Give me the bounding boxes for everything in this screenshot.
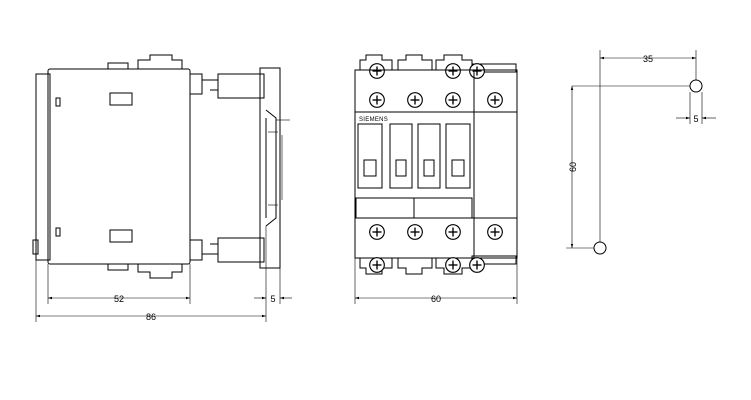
screw-icon <box>487 92 503 108</box>
screw-icon <box>369 63 385 79</box>
contact-slot <box>451 159 465 177</box>
side-clip-top <box>189 73 203 95</box>
contact-frame <box>445 123 471 189</box>
side-back-plate <box>35 73 51 261</box>
dim-label-60-front: 60 <box>431 294 441 304</box>
dim-label-5-side: 5 <box>270 294 275 304</box>
dim-label-5-mount: 5 <box>693 114 698 124</box>
side-main-body <box>47 68 191 265</box>
screw-icon <box>469 257 485 273</box>
contact-window-3 <box>417 123 441 189</box>
screw-icon <box>445 257 461 273</box>
contact-slot <box>363 159 377 177</box>
mounting-hole-top-icon <box>689 79 703 93</box>
mounting-hole-bottom-icon <box>593 241 607 255</box>
front-bottom-hat-1 <box>359 257 393 275</box>
contact-frame <box>417 123 441 189</box>
side-upper-block <box>217 73 265 99</box>
dim-label-52: 52 <box>114 294 124 304</box>
screw-icon <box>445 224 461 240</box>
contact-slot <box>423 159 435 177</box>
dim-label-60-mount: 60 <box>568 162 578 172</box>
brand-label: SIEMENS <box>359 117 388 123</box>
contact-window-1 <box>357 123 383 189</box>
front-top-hat-2 <box>397 54 433 71</box>
side-slot-top <box>55 97 61 107</box>
front-view: SIEMENS <box>354 54 518 304</box>
contact-frame <box>357 123 383 189</box>
screw-icon <box>469 63 485 79</box>
dim-label-35: 35 <box>643 54 653 64</box>
side-back-tab <box>32 239 39 255</box>
screw-icon <box>369 257 385 273</box>
contact-window-2 <box>389 123 413 189</box>
side-top-bump-left <box>107 62 129 69</box>
mounting-view: 35 5 60 <box>566 50 716 255</box>
screw-icon <box>407 224 423 240</box>
dim-label-86: 86 <box>146 312 156 322</box>
screw-icon <box>369 224 385 240</box>
din-rail-profile <box>265 109 277 227</box>
side-rail-base <box>259 67 281 269</box>
side-bottom-bump-left <box>107 264 129 271</box>
contact-window-4 <box>445 123 471 189</box>
side-latch-bottom <box>202 243 219 255</box>
front-bottom-hat-2 <box>397 257 433 275</box>
contact-slot <box>395 159 407 177</box>
side-top-bump-right <box>137 54 183 69</box>
side-latch-top <box>202 79 219 91</box>
screw-icon <box>487 224 503 240</box>
screw-icon <box>407 92 423 108</box>
side-window-top <box>109 92 133 106</box>
side-slot-bottom <box>55 227 61 237</box>
side-lower-block <box>217 237 265 263</box>
side-view: 52 5 86 <box>32 54 292 322</box>
screw-icon <box>369 92 385 108</box>
side-window-bottom <box>109 229 133 243</box>
contact-frame <box>389 123 413 189</box>
screw-icon <box>445 63 461 79</box>
screw-icon <box>445 92 461 108</box>
side-bottom-bump-right <box>137 264 183 279</box>
side-clip-bottom <box>189 239 203 261</box>
